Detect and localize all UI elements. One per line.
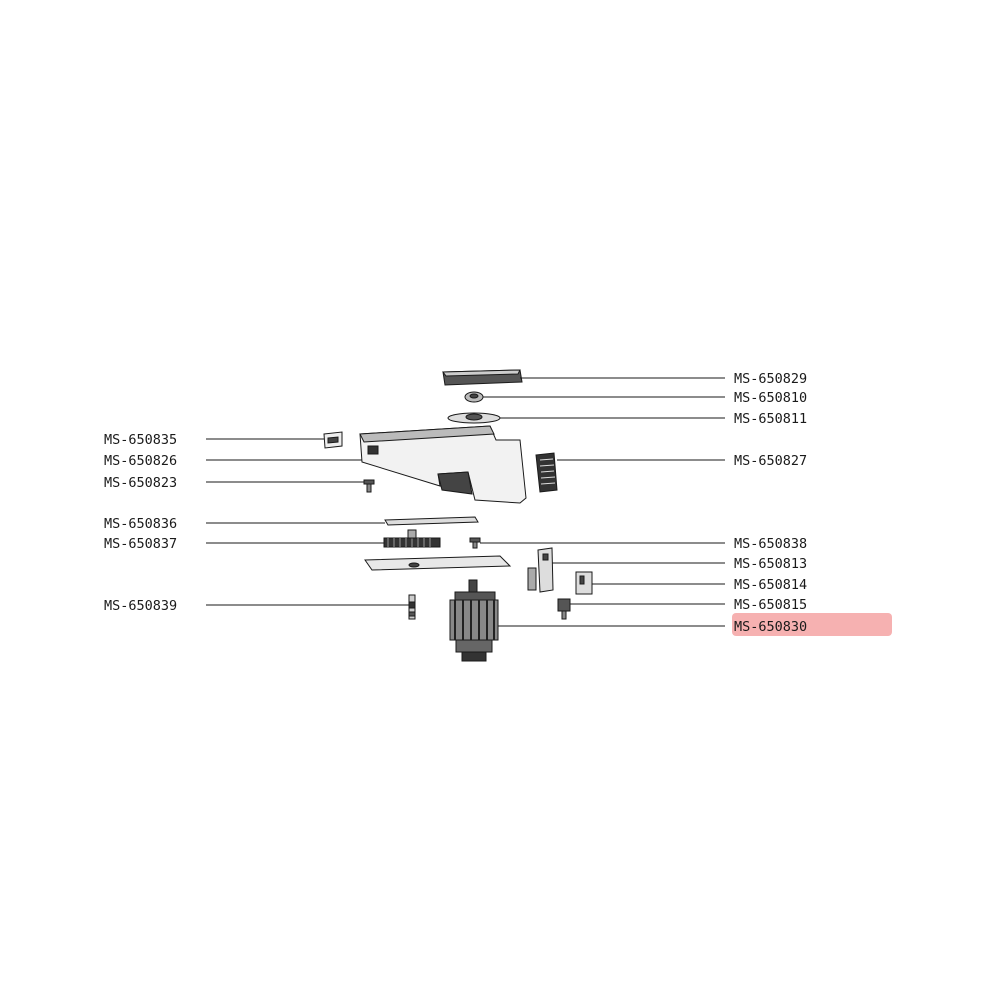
part-650829-cap[interactable] — [442, 369, 523, 386]
label-ms-650830[interactable]: MS-650830 — [734, 619, 807, 635]
part-650810-ring[interactable] — [464, 391, 484, 403]
label-ms-650839[interactable]: MS-650839 — [104, 598, 177, 614]
part-650836-plate[interactable] — [384, 516, 479, 526]
part-650827-grille[interactable] — [535, 452, 558, 493]
part-650814-switch[interactable] — [575, 571, 593, 595]
label-ms-650829[interactable]: MS-650829 — [734, 371, 807, 387]
label-ms-650827[interactable]: MS-650827 — [734, 453, 807, 469]
part-650823-screw[interactable] — [363, 479, 375, 493]
label-ms-650823[interactable]: MS-650823 — [104, 475, 177, 491]
label-ms-650838[interactable]: MS-650838 — [734, 536, 807, 552]
part-650837-gear[interactable] — [383, 529, 441, 548]
label-ms-650815[interactable]: MS-650815 — [734, 597, 807, 613]
label-ms-650813[interactable]: MS-650813 — [734, 556, 807, 572]
label-ms-650811[interactable]: MS-650811 — [734, 411, 807, 427]
part-650811-plate[interactable] — [447, 412, 501, 424]
part-650839-shaft[interactable] — [408, 594, 416, 620]
part-650830-motor[interactable] — [449, 579, 499, 662]
label-ms-650837[interactable]: MS-650837 — [104, 536, 177, 552]
label-ms-650810[interactable]: MS-650810 — [734, 390, 807, 406]
label-ms-650826[interactable]: MS-650826 — [104, 453, 177, 469]
label-ms-650835[interactable]: MS-650835 — [104, 432, 177, 448]
part-650838-screw[interactable] — [469, 537, 481, 549]
part-650813-bracket[interactable] — [527, 547, 554, 593]
label-ms-650836[interactable]: MS-650836 — [104, 516, 177, 532]
part-base-plate[interactable] — [364, 555, 512, 571]
label-ms-650814[interactable]: MS-650814 — [734, 577, 807, 593]
part-650835-button[interactable] — [323, 431, 343, 449]
part-650826-housing[interactable] — [359, 425, 527, 504]
part-650815-clip[interactable] — [557, 598, 571, 620]
highlight-box-ms-650830 — [732, 613, 892, 636]
